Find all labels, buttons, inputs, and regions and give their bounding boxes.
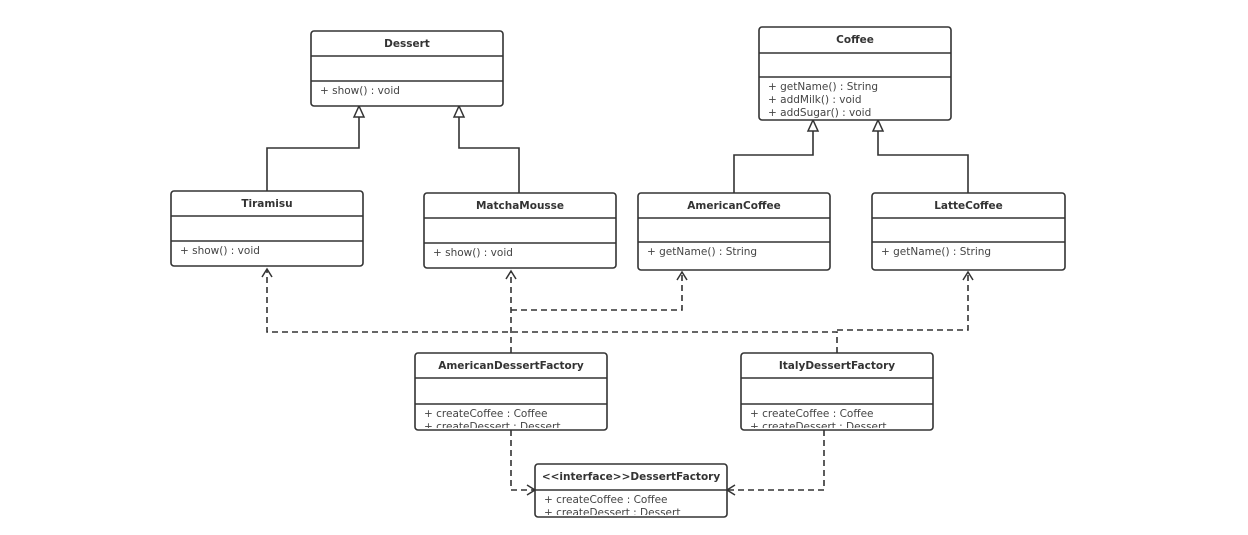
generalization-arrowhead: [352, 104, 366, 118]
class-box: [170, 190, 364, 267]
methods-compartment: + getName() : String: [881, 246, 991, 258]
methods-compartment: + getName() : String+ addMilk() : void+ …: [768, 81, 878, 119]
methods-compartment: + show() : void: [433, 247, 513, 259]
class-name: Dessert: [384, 38, 430, 50]
method: + getName() : String: [768, 81, 878, 93]
class-box: [637, 192, 831, 271]
method: + createDessert : Dessert: [424, 421, 560, 433]
class-name: Tiramisu: [241, 198, 292, 210]
method: + show() : void: [433, 247, 513, 259]
class-box: [758, 26, 952, 121]
method: + show() : void: [320, 85, 400, 97]
class-name: ItalyDessertFactory: [779, 360, 895, 372]
relations: [261, 104, 974, 496]
method: + addSugar() : void: [768, 107, 871, 119]
class-box: [310, 30, 504, 107]
method: + show() : void: [180, 245, 260, 257]
generalization-matchamousse-dessert: [458, 117, 520, 193]
method: + createDessert : Dessert: [544, 507, 680, 519]
class-italydessertfactory[interactable]: ItalyDessertFactory + createCoffee : Coff…: [740, 352, 934, 433]
method: + getName() : String: [647, 246, 757, 258]
method: + createCoffee : Coffee: [750, 408, 874, 420]
methods-compartment: + show() : void: [320, 85, 400, 97]
methods-compartment: + show() : void: [180, 245, 260, 257]
methods-compartment: + getName() : String: [647, 246, 757, 258]
class-dessert[interactable]: Dessert + show() : void: [310, 30, 504, 107]
generalization-tiramisu-dessert: [266, 117, 360, 191]
class-americandessertfactory[interactable]: AmericanDessertFactory + createCoffee : C…: [414, 352, 608, 433]
class-name: AmericanDessertFactory: [438, 360, 584, 372]
class-americancoffee[interactable]: AmericanCoffee + getName() : String: [637, 192, 831, 271]
class-name: MatchaMousse: [476, 200, 564, 212]
method: + createCoffee : Coffee: [544, 494, 668, 506]
generalization-americancoffee-coffee: [733, 131, 814, 193]
class-name: <<interface>>DessertFactory: [542, 471, 721, 483]
class-name: AmericanCoffee: [687, 200, 780, 212]
generalization-arrowhead: [871, 118, 885, 132]
generalization-arrowhead: [806, 118, 820, 132]
dependency-arrowhead: [505, 269, 517, 280]
method: + createDessert : Dessert: [750, 421, 886, 433]
dependency-italy-tiramisu: [266, 270, 838, 353]
dependency-american-americancoffee: [511, 273, 683, 311]
dependency-arrowhead: [676, 270, 688, 281]
method: + createCoffee : Coffee: [424, 408, 548, 420]
method: + addMilk() : void: [768, 94, 862, 106]
class-box: [871, 192, 1066, 271]
class-dessertfactory[interactable]: <<interface>>DessertFactory + createCoffe…: [534, 463, 728, 519]
methods-compartment: + createCoffee : Coffee+ createDessert :…: [750, 408, 886, 433]
class-box: [414, 352, 608, 431]
class-name: LatteCoffee: [934, 200, 1003, 212]
class-name: Coffee: [836, 34, 874, 46]
class-box: [423, 192, 617, 269]
generalization-arrowhead: [452, 104, 466, 118]
class-lattecoffee[interactable]: LatteCoffee + getName() : String: [871, 192, 1066, 271]
class-coffee[interactable]: Coffee + getName() : String+ addMilk() : …: [758, 26, 952, 121]
class-tiramisu[interactable]: Tiramisu + show() : void: [170, 190, 364, 267]
methods-compartment: + createCoffee : Coffee+ createDessert :…: [544, 494, 680, 519]
realization-italy-dessertfactory: [728, 430, 825, 491]
methods-compartment: + createCoffee : Coffee+ createDessert :…: [424, 408, 560, 433]
dependency-arrowhead: [261, 267, 273, 278]
class-box: [740, 352, 934, 431]
method: + getName() : String: [881, 246, 991, 258]
dependency-arrowhead: [962, 270, 974, 281]
realization-american-dessertfactory: [510, 430, 534, 491]
class-matchamousse[interactable]: MatchaMousse + show() : void: [423, 192, 617, 269]
generalization-lattecoffee-coffee: [877, 131, 969, 193]
dependency-italy-lattecoffee: [837, 273, 969, 331]
